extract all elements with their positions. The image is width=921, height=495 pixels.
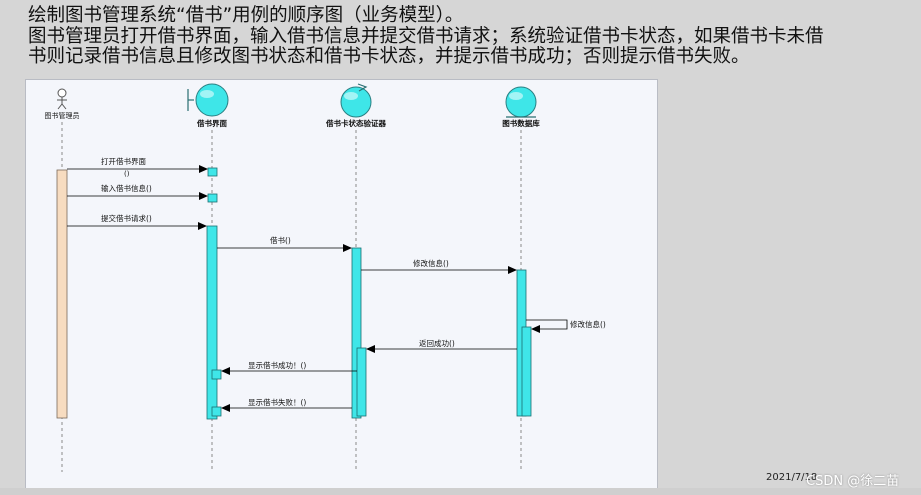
title-line-2: 图书管理员打开借书界面，输入借书信息并提交借书请求；系统验证借书卡状态，如果借书…: [28, 25, 824, 47]
lifeline-name-entity: 图书数据库: [502, 118, 540, 128]
slide-date: 2021/7/18: [766, 472, 818, 483]
message-submit-request: 提交借书请求(): [67, 213, 207, 230]
diagram-canvas: 图书管理员 借书界面: [45, 83, 606, 472]
lifeline-name-boundary: 借书界面: [196, 118, 227, 128]
lifeline-name-actor: 图书管理员: [45, 111, 80, 120]
boundary-icon: [187, 83, 229, 117]
message-label: 修改信息(): [413, 258, 449, 268]
activation-boundary-main: [206, 225, 218, 420]
message-return-success: 返回成功(): [366, 338, 517, 353]
lifeline-entity: 图书数据库: [502, 86, 540, 472]
message-show-fail: 显示借书失败！(): [221, 397, 352, 412]
activation-entity-nested: [521, 326, 532, 417]
message-self-modify: 修改信息(): [526, 319, 606, 333]
message-label: 输入借书信息(): [101, 183, 152, 193]
message-show-success: 显示借书成功！(): [221, 360, 357, 375]
message-label: 显示借书成功！(): [248, 360, 306, 370]
lifeline-control: 借书卡状态验证器: [325, 83, 386, 472]
message-input-info: 输入借书信息(): [67, 183, 208, 200]
message-label: 借书(): [270, 235, 291, 245]
csdn-watermark: CSDN @徐二苗: [806, 474, 900, 489]
lifeline-name-control: 借书卡状态验证器: [325, 118, 386, 128]
sequence-diagram: 图书管理员 借书界面: [25, 79, 658, 489]
message-label: 提交借书请求(): [101, 213, 152, 223]
message-modify-info: 修改信息(): [361, 258, 517, 274]
activation-actor: [56, 169, 68, 419]
actor-icon: [57, 88, 67, 110]
activation-boundary-1: [207, 167, 218, 177]
entity-icon: [505, 86, 537, 118]
slide-title: 绘制图书管理系统“借书”用例的顺序图（业务模型）。 图书管理员打开借书界面，输入…: [28, 5, 908, 68]
message-label: 显示借书失败！(): [248, 397, 306, 407]
activation-boundary-2: [207, 193, 218, 203]
message-label: 打开借书界面: [101, 156, 146, 166]
message-label: 修改信息(): [570, 319, 606, 329]
activation-control-main: [351, 247, 362, 419]
lifeline-boundary: 借书界面: [187, 83, 229, 472]
message-borrow: 借书(): [217, 235, 352, 252]
bottom-strip: [0, 488, 921, 495]
activation-boundary-success: [211, 369, 222, 380]
activation-control-nested: [356, 347, 367, 417]
control-icon: [340, 83, 372, 118]
title-line-1: 绘制图书管理系统“借书”用例的顺序图（业务模型）。: [28, 5, 464, 26]
lifeline-actor: 图书管理员: [45, 88, 80, 472]
message-label: 返回成功(): [419, 338, 455, 348]
message-open-ui: 打开借书界面 (): [67, 156, 208, 178]
title-line-3: 书则记录借书信息且修改图书状态和借书卡状态，并提示借书成功；否则提示借书失败。: [28, 46, 750, 67]
message-sublabel: (): [124, 170, 130, 178]
activation-boundary-fail: [211, 406, 222, 417]
